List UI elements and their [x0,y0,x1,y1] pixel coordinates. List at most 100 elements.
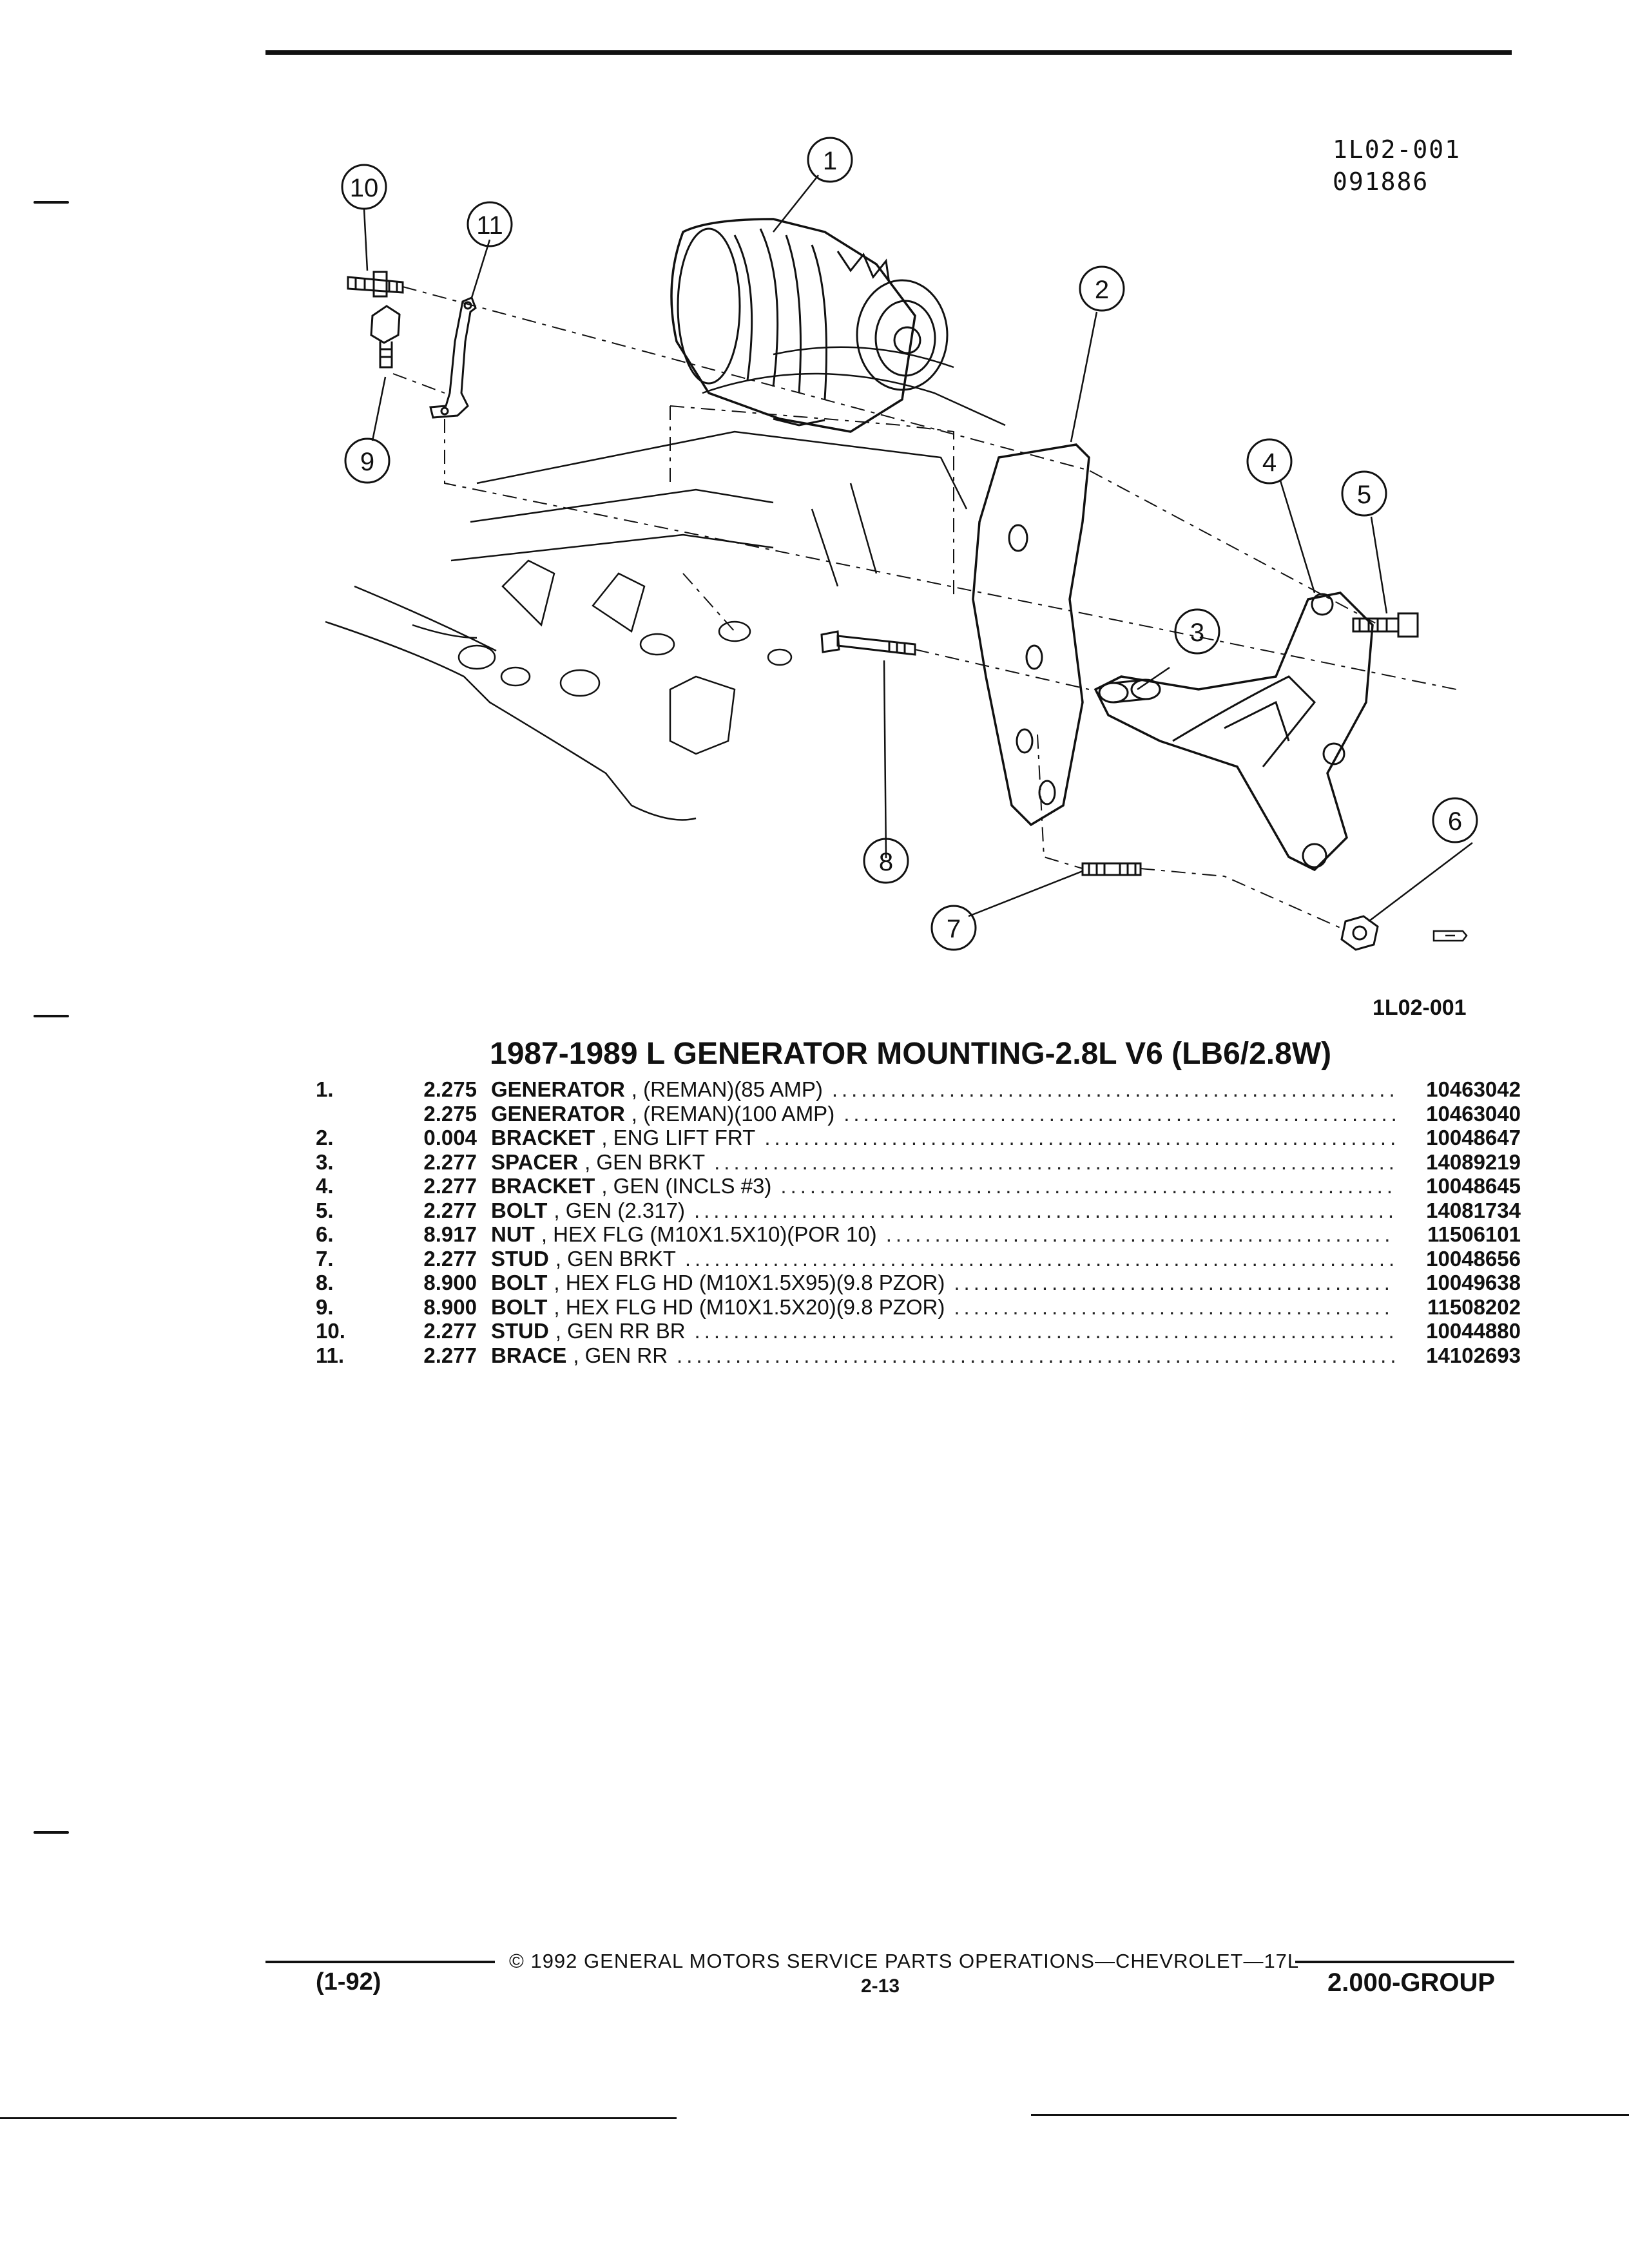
part-detail: , GEN (INCLS #3) [601,1174,772,1198]
part-number: 10463042 [1426,1077,1521,1101]
group-number: 8.917 [423,1222,477,1246]
part-detail: , ENG LIFT FRT [601,1126,756,1149]
parts-row: 11. 2.277 BRACE, GEN RR 14102693 [316,1343,1521,1368]
item-number: 2. [316,1126,334,1149]
group-number: 2.275 [423,1077,477,1101]
part-number: 10463040 [1426,1101,1521,1126]
leader-dots [685,1247,1396,1271]
leader-dots [764,1126,1396,1150]
part-number: 10048647 [1426,1126,1521,1149]
group-number: 8.900 [423,1271,477,1294]
leader-dots [677,1343,1396,1368]
callout-4: 4 [1262,448,1277,477]
leader-dots [843,1102,1396,1126]
part-detail: , HEX FLG (M10X1.5X10)(POR 10) [541,1222,877,1246]
copyright-text: © 1992 GENERAL MOTORS SERVICE PARTS OPER… [509,1950,1300,1972]
part-name: BRACE [491,1343,567,1367]
callout-3: 3 [1190,619,1204,647]
margin-mark [34,201,69,204]
callout-9: 9 [360,448,374,476]
part-name: BRACKET [491,1174,595,1198]
bolt-9-part [370,305,401,369]
part-name: BOLT [491,1294,548,1319]
engine-block [325,346,1006,821]
part-detail: , (REMAN)(100 AMP) [631,1101,835,1126]
item-number: 5. [316,1198,334,1222]
parts-row: 5. 2.277 BOLT, GEN (2.317) 14081734 [316,1198,1521,1223]
group-number: 2.275 [423,1101,477,1126]
callout-8: 8 [879,848,893,876]
parts-row: 3. 2.277 SPACER, GEN BRKT 14089219 [316,1150,1521,1175]
part-detail: , HEX FLG HD (M10X1.5X95)(9.8 PZOR) [554,1271,945,1294]
parts-row: 1. 2.275 GENERATOR, (REMAN)(85 AMP) 1046… [316,1077,1521,1102]
bolt-8-part [820,630,916,656]
leader-lines [363,175,1473,922]
parts-row: 7. 2.277 STUD, GEN BRKT 10048656 [316,1247,1521,1271]
part-detail: , GEN BRKT [555,1246,676,1271]
part-name: STUD [491,1246,549,1271]
margin-mark [34,1831,69,1834]
part-number: 10048656 [1426,1246,1521,1271]
leader-dots [954,1295,1396,1320]
part-number: 10049638 [1426,1271,1521,1294]
generator-part [670,218,949,433]
bottom-rule-left [0,2117,677,2119]
parts-list: 1. 2.275 GENERATOR, (REMAN)(85 AMP) 1046… [316,1077,1521,1367]
leader-dots [695,1319,1396,1343]
part-name: GENERATOR [491,1077,625,1101]
parts-row: 2. 0.004 BRACKET, ENG LIFT FRT 10048647 [316,1126,1521,1150]
part-name: NUT [491,1222,535,1246]
group-number: 2.277 [423,1343,477,1367]
brace-11-part [429,296,477,419]
gm-logo-icon [1432,930,1468,942]
page-number: 2-13 [861,1975,900,1997]
spacer-part [1098,678,1161,704]
callout-5: 5 [1357,481,1371,509]
group-number: 2.277 [423,1198,477,1222]
callout-11: 11 [476,211,503,240]
margin-mark [34,1015,69,1017]
part-number: 11508202 [1427,1294,1521,1319]
group-number: 2.277 [423,1319,477,1343]
leader-dots [780,1174,1396,1198]
item-number: 9. [316,1294,334,1319]
stud-7-part [1081,862,1142,876]
part-detail: , GEN RR [573,1343,668,1367]
page-title: 1987-1989 L GENERATOR MOUNTING-2.8L V6 (… [490,1037,1332,1071]
item-number: 7. [316,1246,334,1271]
callout-1: 1 [823,147,837,175]
part-number: 14089219 [1426,1149,1521,1174]
item-number: 8. [316,1271,334,1294]
part-name: SPACER [491,1149,579,1174]
callout-10: 10 [350,174,379,202]
part-number: 14102693 [1426,1343,1521,1367]
parts-row: 10. 2.277 STUD, GEN RR BR 10044880 [316,1319,1521,1343]
footer-rule-left [265,1961,495,1963]
part-detail: , GEN (2.317) [554,1198,685,1222]
item-number: 11. [316,1343,345,1367]
parts-row: 9. 8.900 BOLT, HEX FLG HD (M10X1.5X20)(9… [316,1295,1521,1320]
part-detail: , GEN BRKT [584,1149,706,1174]
part-number: 10044880 [1426,1319,1521,1343]
part-name: BRACKET [491,1126,595,1149]
callout-2: 2 [1095,276,1109,304]
leader-dots [714,1150,1396,1175]
illustration-code: 1L02-001 [1373,995,1467,1020]
group-number: 8.900 [423,1294,477,1319]
part-detail: , GEN RR BR [555,1319,686,1343]
leader-dots [886,1222,1396,1247]
date-code: (1-92) [316,1968,381,1995]
item-number: 1. [316,1077,334,1101]
parts-row: 6. 8.917 NUT, HEX FLG (M10X1.5X10)(POR 1… [316,1222,1521,1247]
part-name: BOLT [491,1271,548,1294]
callout-6: 6 [1448,807,1462,836]
leader-dots [832,1077,1396,1102]
top-rule [265,50,1512,55]
bottom-rule-right [1031,2114,1629,2116]
lift-bracket-part [972,443,1090,827]
stud-10-part [347,271,404,298]
part-detail: , HEX FLG HD (M10X1.5X20)(9.8 PZOR) [554,1294,945,1319]
parts-row: 4. 2.277 BRACKET, GEN (INCLS #3) 1004864… [316,1174,1521,1198]
item-number: 3. [316,1149,334,1174]
item-number: 4. [316,1174,334,1198]
